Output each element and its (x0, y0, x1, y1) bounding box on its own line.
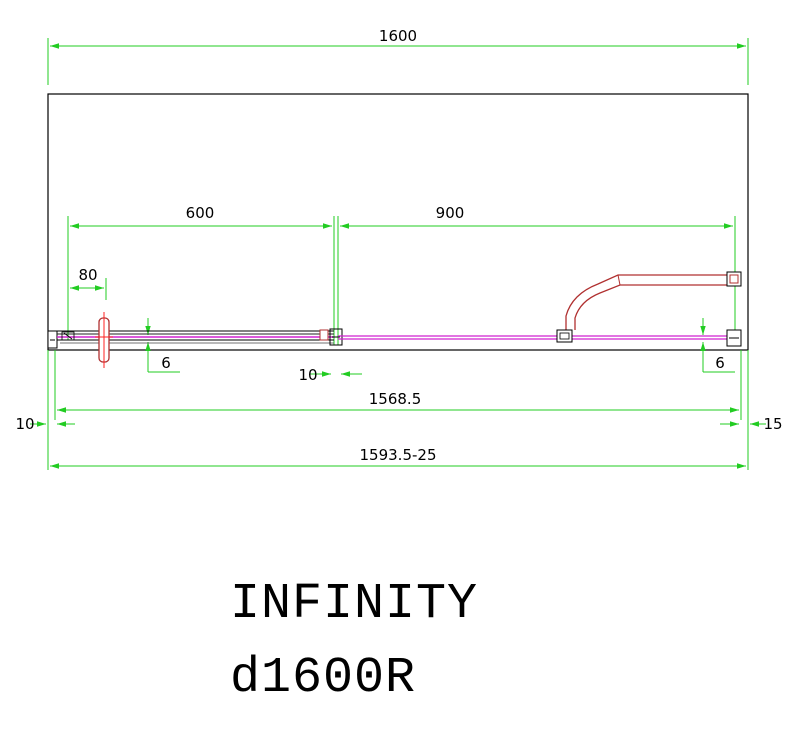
dimension-label-wall-right: 15 (763, 415, 782, 433)
dimension-label-inner-span: 1568.5 (369, 390, 422, 408)
dimension-label-overall-width: 1600 (379, 27, 417, 45)
dimension-gap-left: 6 (145, 318, 180, 373)
left-wall-profile (47, 330, 58, 349)
dimension-label-handle-offset: 80 (78, 266, 97, 284)
door-guide-clip (319, 328, 343, 346)
dimension-label-sliding-opening: 900 (436, 204, 465, 222)
dimension-label-gap-left: 6 (161, 354, 171, 372)
dimension-label-overlap: 10 (298, 366, 317, 384)
door-handle (95, 312, 113, 368)
dimension-inner-span: 1568.5 (54, 350, 742, 420)
dimension-gap-right: 6 (700, 318, 735, 373)
shower-plan-drawing: 1600 600 900 80 6 6 10 (15, 27, 783, 470)
dimension-label-wall-left: 10 (15, 415, 34, 433)
dimension-wall-right: 15 (720, 350, 783, 470)
dimension-handle-offset: 80 (70, 266, 107, 300)
dimension-label-fixed-panel: 600 (186, 204, 215, 222)
dimension-wall-left: 10 (15, 350, 75, 470)
right-wall-profile (726, 271, 742, 347)
dimension-label-gap-right: 6 (715, 354, 725, 372)
dimension-sliding-opening: 900 (337, 204, 736, 345)
dimension-fixed-panel: 600 (67, 204, 335, 345)
product-title-block: INFINITY d1600R (230, 568, 478, 716)
dimension-overlap: 10 (298, 366, 362, 384)
dimension-overall-width: 1600 (47, 27, 749, 85)
product-series-name: INFINITY (230, 576, 479, 633)
dimension-adjustment-range: 1593.5-25 (50, 446, 746, 469)
shower-tray-outline (47, 93, 749, 351)
dimension-label-adjustment-range: 1593.5-25 (360, 446, 437, 464)
product-model-code: d1600R (230, 650, 417, 707)
sliding-door-glass (338, 335, 727, 340)
stabilizer-bar (556, 274, 727, 343)
